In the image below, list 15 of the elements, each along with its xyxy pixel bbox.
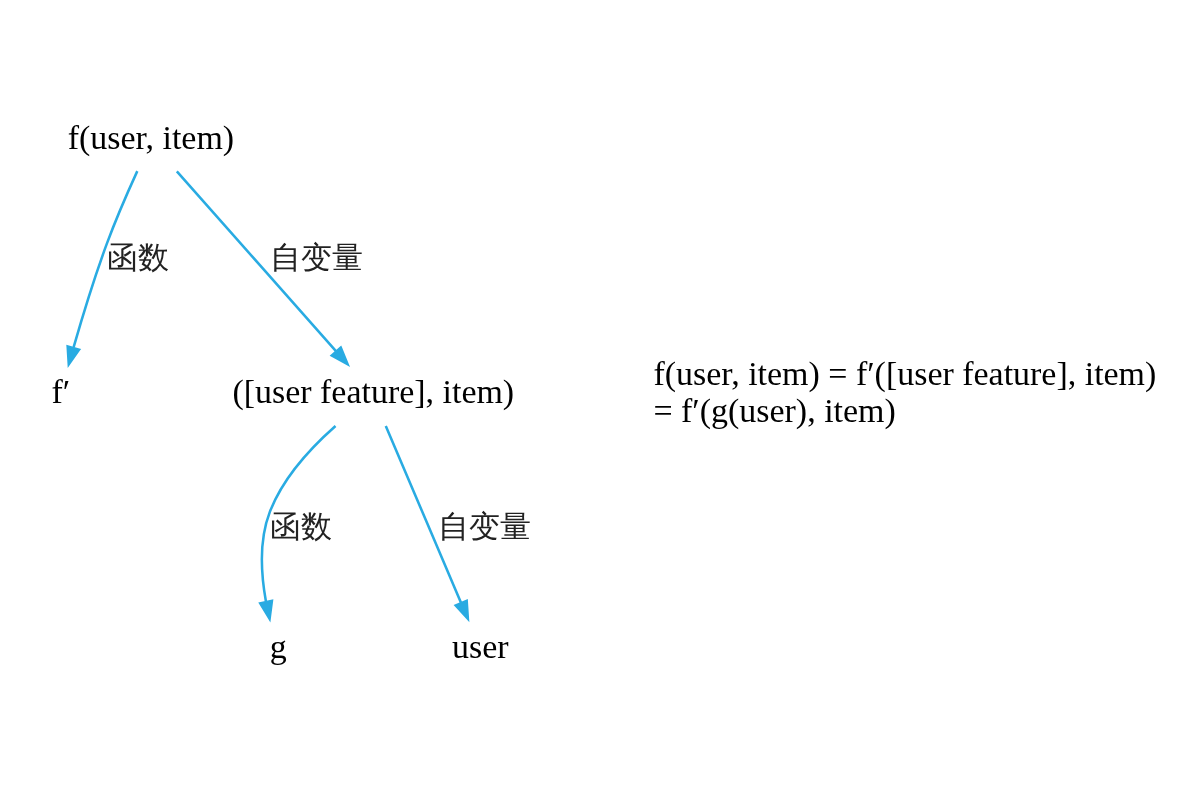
edge-label: 函数 xyxy=(270,508,333,544)
label: = f′(g(user), item) xyxy=(653,391,896,429)
node-text: f′ xyxy=(51,372,71,410)
label: f(user, item) = f′([user feature], item) xyxy=(653,354,1157,392)
node-text: ([user feature], item) xyxy=(232,372,515,410)
node-text: user xyxy=(451,627,509,665)
edge-label: 自变量 xyxy=(438,508,531,544)
arrow xyxy=(384,425,470,622)
arrow xyxy=(66,170,139,368)
edge-label: 函数 xyxy=(107,239,170,275)
arrow xyxy=(175,170,351,367)
node-text: g xyxy=(269,627,287,665)
arrow xyxy=(258,424,337,623)
edge-label: 自变量 xyxy=(269,239,363,275)
node-text: f(user, item) xyxy=(67,118,235,156)
